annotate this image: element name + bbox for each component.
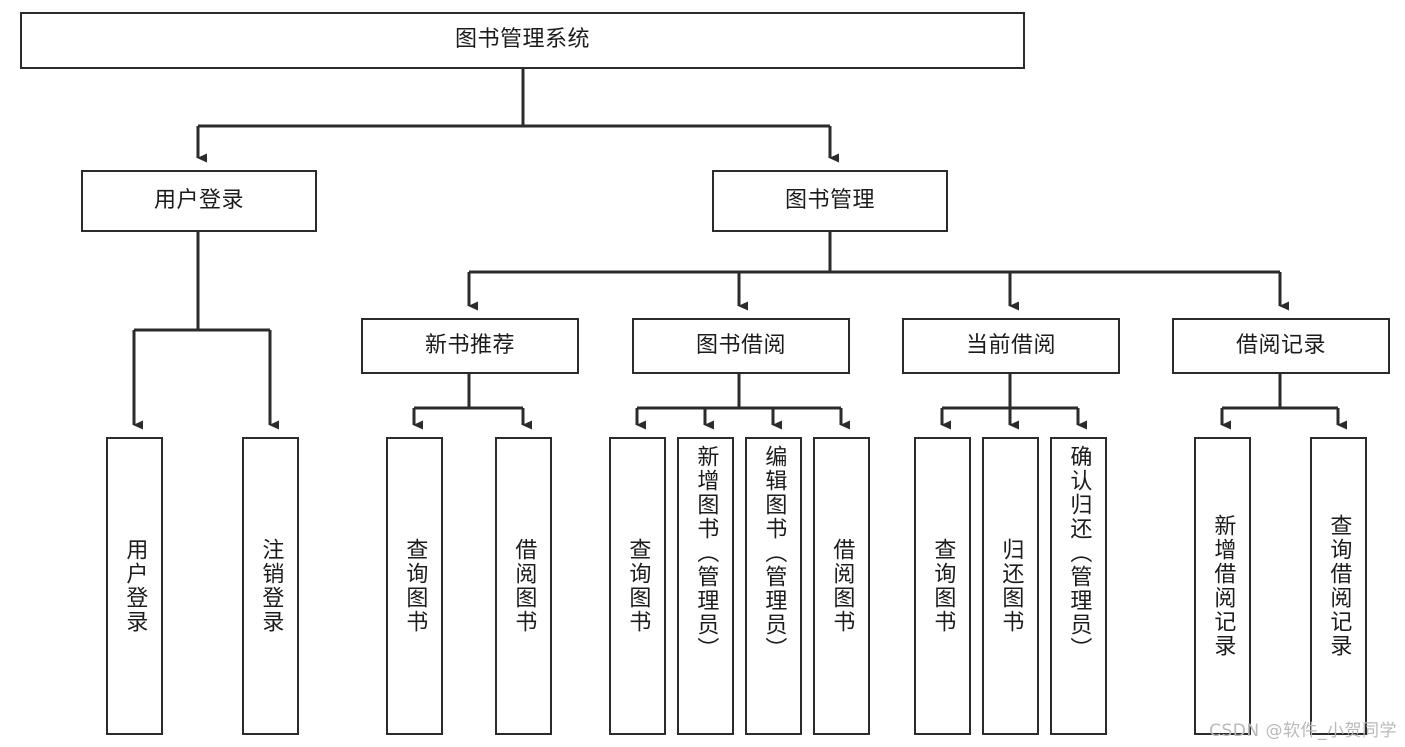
leaf-query-books-current[interactable]: 查询图书 <box>914 437 971 735</box>
node-current-borrow[interactable]: 当前借阅 <box>902 318 1120 374</box>
leaf-logout[interactable]: 注销登录 <box>242 437 299 735</box>
node-label: 编辑图书（管理员） <box>761 445 787 661</box>
node-label: 新增借阅记录 <box>1210 514 1236 658</box>
node-user-login[interactable]: 用户登录 <box>81 170 317 232</box>
node-label: 新增图书（管理员） <box>693 445 719 661</box>
node-label: 归还图书 <box>998 538 1024 634</box>
leaf-confirm-return-admin[interactable]: 确认归还（管理员） <box>1050 437 1107 735</box>
node-label: 查询图书 <box>625 538 651 634</box>
node-label: 图书借阅 <box>695 332 786 358</box>
leaf-query-books-borrow[interactable]: 查询图书 <box>609 437 666 735</box>
node-label: 图书管理系统 <box>454 27 590 53</box>
leaf-query-borrow-record[interactable]: 查询借阅记录 <box>1310 437 1367 735</box>
node-label: 图书管理 <box>784 187 875 213</box>
node-root-book-management-system[interactable]: 图书管理系统 <box>20 12 1025 69</box>
leaf-edit-book-admin[interactable]: 编辑图书（管理员） <box>745 437 802 735</box>
leaf-add-book-admin[interactable]: 新增图书（管理员） <box>677 437 734 735</box>
node-label: 用户登录 <box>122 538 148 634</box>
watermark: CSDN @软件_小贺同学 <box>1209 721 1397 741</box>
node-new-book-recommend[interactable]: 新书推荐 <box>361 318 579 374</box>
node-borrow-record[interactable]: 借阅记录 <box>1172 318 1390 374</box>
leaf-borrow-books[interactable]: 借阅图书 <box>813 437 870 735</box>
node-label: 借阅图书 <box>829 538 855 634</box>
node-label: 注销登录 <box>258 538 284 634</box>
leaf-borrow-books-recommend[interactable]: 借阅图书 <box>495 437 552 735</box>
node-book-management[interactable]: 图书管理 <box>712 170 948 232</box>
node-label: 当前借阅 <box>965 332 1056 358</box>
node-label: 查询图书 <box>402 538 428 634</box>
leaf-return-books[interactable]: 归还图书 <box>982 437 1039 735</box>
node-label: 查询图书 <box>930 538 956 634</box>
node-label: 新书推荐 <box>424 332 515 358</box>
node-label: 借阅记录 <box>1235 332 1326 358</box>
node-label: 确认归还（管理员） <box>1066 445 1092 661</box>
node-label: 查询借阅记录 <box>1326 514 1352 658</box>
node-label: 用户登录 <box>153 187 244 213</box>
leaf-query-books-recommend[interactable]: 查询图书 <box>386 437 443 735</box>
node-label: 借阅图书 <box>511 538 537 634</box>
leaf-add-borrow-record[interactable]: 新增借阅记录 <box>1194 437 1251 735</box>
node-book-borrow[interactable]: 图书借阅 <box>632 318 850 374</box>
leaf-user-login[interactable]: 用户登录 <box>106 437 163 735</box>
